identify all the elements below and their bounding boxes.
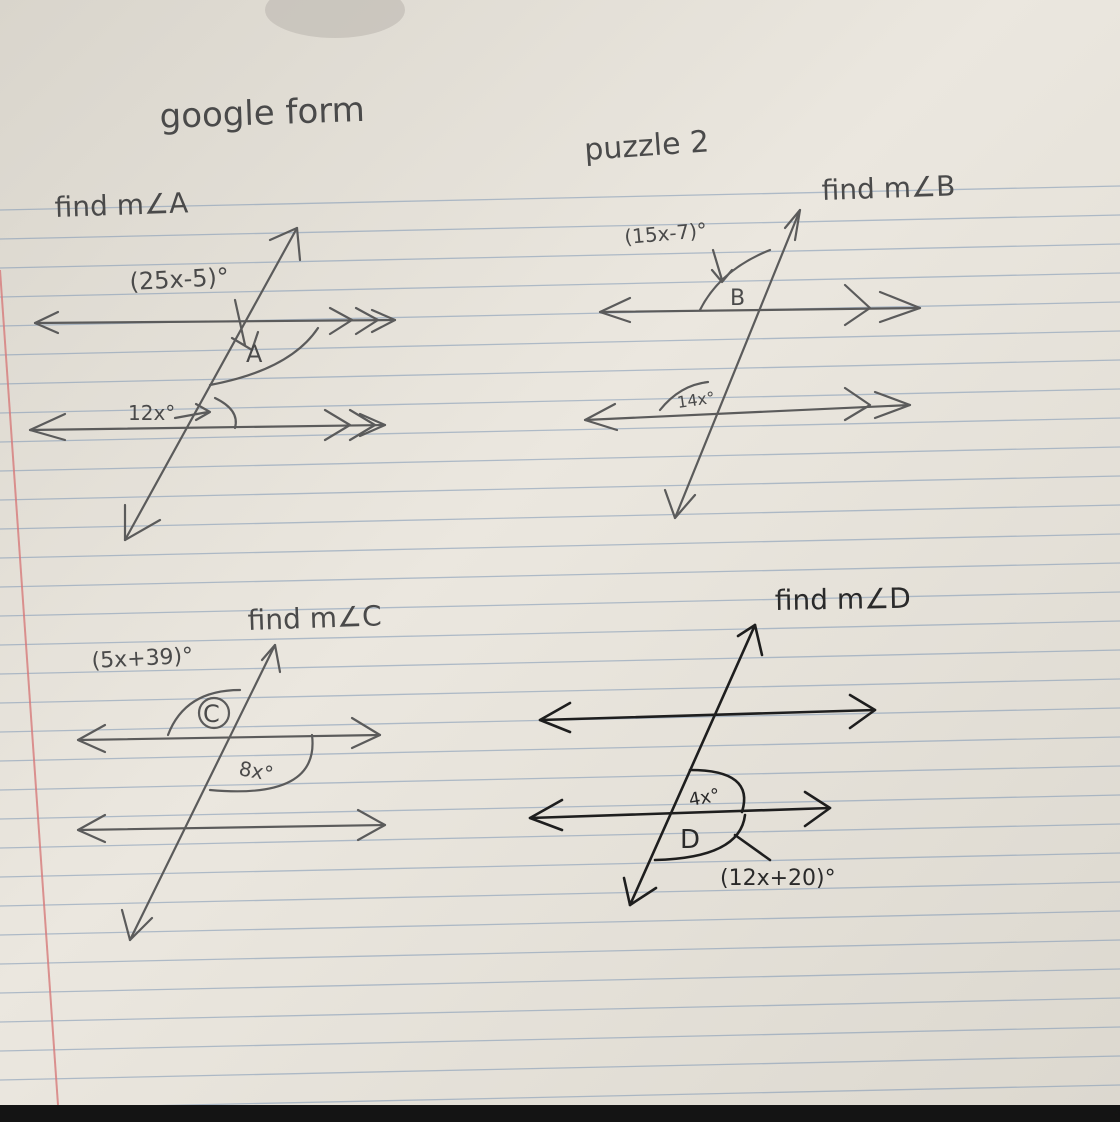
rule-line <box>0 185 1120 211</box>
arrowhead <box>260 643 282 674</box>
pointer-arrow <box>173 402 212 422</box>
rule-line <box>0 272 1120 298</box>
angle-arc-14x <box>658 380 710 412</box>
pointer-line <box>733 833 772 862</box>
arrowhead <box>356 808 387 842</box>
rule-line <box>0 620 1120 646</box>
expression-12x: 12x° <box>128 401 175 425</box>
arrowhead <box>528 798 564 832</box>
rule-line <box>0 823 1120 849</box>
rule-line <box>0 562 1120 588</box>
transversal <box>673 208 802 520</box>
arrowhead <box>538 701 572 734</box>
parallel-line-bottom <box>76 823 387 832</box>
arrowhead <box>76 723 107 754</box>
expression-5x+39: (5x+39)° <box>91 644 194 674</box>
rule-line <box>0 475 1120 501</box>
arrowhead <box>736 623 764 657</box>
rule-line <box>0 446 1120 472</box>
puzzle-c-prompt: find m∠C <box>247 599 382 637</box>
pointer-arrow <box>230 298 260 352</box>
rule-line <box>0 1026 1120 1052</box>
parallel-line-top <box>33 318 397 325</box>
page-title: google form <box>159 90 365 137</box>
arrowhead <box>848 693 877 730</box>
puzzle-b-figure: find m∠B B (15x-7)° 14x° <box>583 169 956 520</box>
parallel-line-bottom <box>583 403 912 422</box>
expression-12x+20: (12x+20)° <box>720 866 836 891</box>
parallel-marks <box>323 408 387 442</box>
rule-line <box>0 794 1120 820</box>
rule-line <box>0 388 1120 414</box>
rule-line <box>0 504 1120 530</box>
ruled-lines <box>0 185 1120 1105</box>
arrowhead <box>76 813 107 844</box>
rule-line <box>0 765 1120 791</box>
angle-arc-12x <box>213 396 237 430</box>
rule-line <box>0 678 1120 704</box>
rule-line <box>0 881 1120 907</box>
rule-line <box>0 736 1120 762</box>
angle-label-d: D <box>680 825 700 855</box>
paper-fold-shadow <box>265 0 405 38</box>
angle-arc-a <box>208 326 320 387</box>
page-subtitle: puzzle 2 <box>583 124 710 168</box>
parallel-marks <box>328 306 397 336</box>
arrowhead <box>28 412 67 442</box>
rule-line <box>0 1055 1120 1081</box>
rule-line <box>0 417 1120 443</box>
parallel-marks <box>843 386 912 422</box>
expression-25x-5: (25x-5)° <box>129 263 230 296</box>
puzzle-b-prompt: find m∠B <box>821 169 956 207</box>
parallel-marks <box>843 283 922 327</box>
arrowhead <box>120 908 154 942</box>
transversal <box>628 623 757 907</box>
angle-arc-d <box>653 813 747 862</box>
angle-label-a: A <box>246 340 263 368</box>
rule-line <box>0 649 1120 675</box>
puzzle-d-prompt: find m∠D <box>775 582 912 617</box>
arrowhead <box>663 488 697 520</box>
angle-arc-8x <box>208 733 314 793</box>
arrowhead <box>350 716 382 750</box>
parallel-line-top <box>538 708 877 722</box>
rule-line <box>0 591 1120 617</box>
puzzle-a-prompt: find m∠A <box>54 186 189 224</box>
angle-arc-4x <box>688 768 746 814</box>
puzzle-c-figure: find m∠C C (5x+39)° 8x° <box>76 599 387 942</box>
rule-line <box>0 968 1120 994</box>
rule-line <box>0 243 1120 269</box>
angle-arc-c <box>166 688 242 737</box>
rule-line <box>0 214 1120 240</box>
rule-line <box>0 330 1120 356</box>
arrowhead <box>583 402 619 432</box>
arrowhead <box>803 790 832 828</box>
arrowhead <box>783 208 802 242</box>
rule-line <box>156 1084 1120 1105</box>
puzzle-d-figure: find m∠D D 4x° (12x+20)° <box>528 582 912 907</box>
expression-8x: 8x° <box>237 756 275 786</box>
pointer-arrow <box>710 248 734 284</box>
rule-line <box>0 359 1120 385</box>
rule-line <box>0 852 1120 878</box>
arrowhead <box>598 296 632 324</box>
angle-label-c: C <box>203 700 220 728</box>
arrowhead <box>123 503 162 542</box>
rule-line <box>0 533 1120 559</box>
arrowhead <box>33 310 60 335</box>
rule-line <box>0 910 1120 936</box>
parallel-line-bottom <box>528 806 832 820</box>
parallel-line-bottom <box>28 423 387 432</box>
angle-label-b: B <box>730 286 745 311</box>
puzzle-a-figure: find m∠A A (25x-5)° 12x° <box>28 186 397 542</box>
rule-line <box>0 997 1120 1023</box>
arrowhead <box>268 226 302 262</box>
margin-line <box>0 269 59 1105</box>
transversal <box>128 643 277 942</box>
angle-label-circle <box>197 696 231 730</box>
arrowhead <box>622 876 658 907</box>
rule-line <box>0 939 1120 965</box>
